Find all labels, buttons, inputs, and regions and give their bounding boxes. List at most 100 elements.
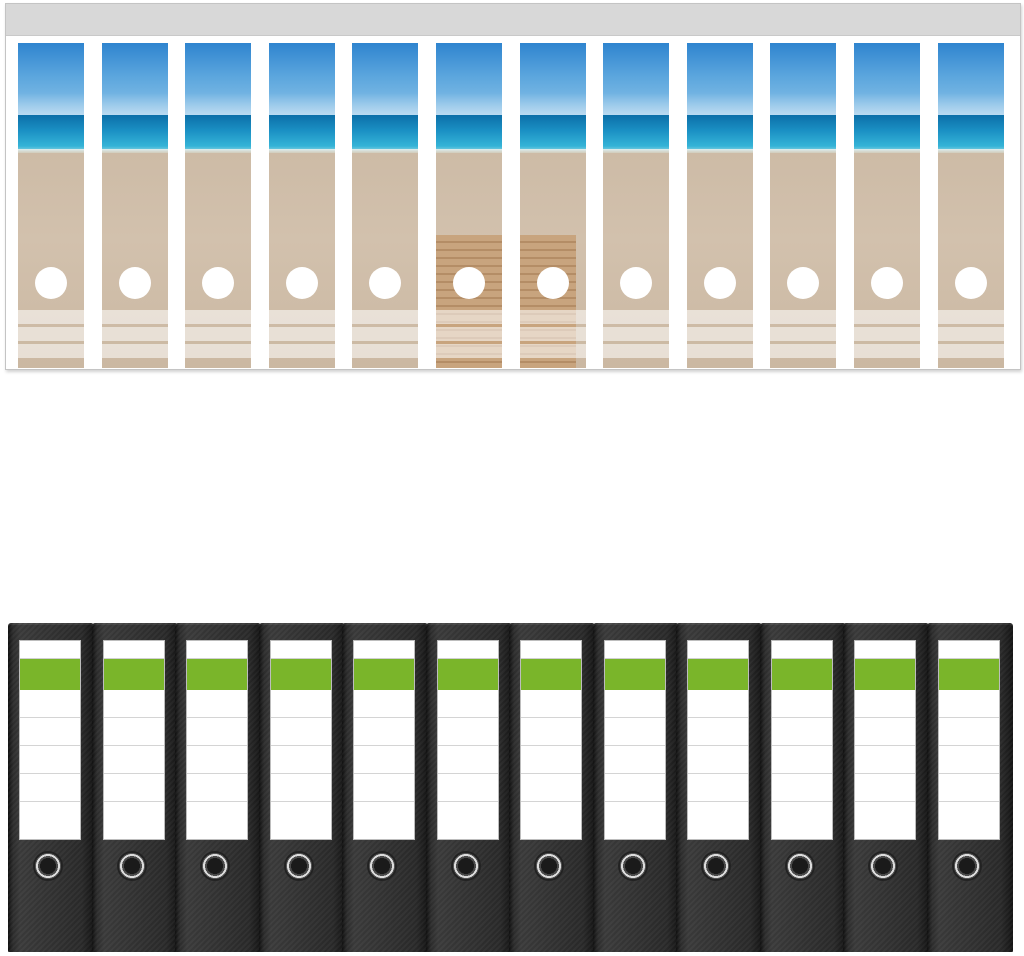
binder-label-top [438,641,498,659]
binder-green-band [855,659,915,690]
label-text-stripe [854,310,920,324]
binder-label-line [187,745,247,746]
binder-label-line [271,717,331,718]
binder-label-line [772,745,832,746]
label-text-stripe [102,344,168,358]
binder-label-line [772,717,832,718]
binder-spine-label [103,640,165,840]
label-sea [352,115,418,153]
binder-label-line [772,801,832,802]
binder-label-line [271,801,331,802]
label-foam [687,149,753,154]
label-foam [520,149,586,154]
spine-label [603,43,669,368]
spine-label [436,43,502,368]
label-sea [938,115,1004,153]
label-sea [687,115,753,153]
label-haze [436,93,502,115]
binder-green-band [772,659,832,690]
label-haze [269,93,335,115]
label-text-stripe [436,310,502,324]
label-haze [520,93,586,115]
label-foam [770,149,836,154]
binder-green-band [271,659,331,690]
binder-label-line [521,801,581,802]
binder-label-top [605,641,665,659]
binder-spine-label [771,640,833,840]
binder-label-line [939,717,999,718]
binder-green-band [438,659,498,690]
finger-hole [35,267,67,299]
finger-hole [119,267,151,299]
binder-label-line [187,801,247,802]
binder-ring-hole-icon [952,851,982,881]
binder-label-line [521,773,581,774]
label-text-stripe [269,344,335,358]
binder-label-top [688,641,748,659]
spine-label [102,43,168,368]
binder-label-line [688,717,748,718]
label-text-stripe [185,310,251,324]
binder-label-line [521,717,581,718]
label-foam [436,149,502,154]
binder-label-line [187,773,247,774]
binder-label-top [104,641,164,659]
label-foam [18,149,84,154]
binder-label-line [104,801,164,802]
binder-ring-hole-icon [33,851,63,881]
finger-hole [704,267,736,299]
binder-ring-hole-icon [451,851,481,881]
binder-label-line [605,745,665,746]
label-text-stripe [938,344,1004,358]
label-sea [770,115,836,153]
label-text-stripe [18,344,84,358]
spine-label [520,43,586,368]
binder-label-line [772,773,832,774]
label-haze [102,93,168,115]
label-text-stripe [603,310,669,324]
binder [593,623,679,952]
label-text-stripe [854,327,920,341]
label-text-stripe [603,344,669,358]
label-text-stripe [520,344,586,358]
label-foam [938,149,1004,154]
label-haze [18,93,84,115]
label-foam [603,149,669,154]
spine-label [352,43,418,368]
binder-label-line [521,745,581,746]
label-haze [938,93,1004,115]
binder-label-line [605,717,665,718]
binder-green-band [104,659,164,690]
label-text-stripe [770,327,836,341]
binder [509,623,595,952]
binder-label-line [20,717,80,718]
label-sea [185,115,251,153]
binder-label-line [855,773,915,774]
binder-ring-hole-icon [785,851,815,881]
binder-spine-label [604,640,666,840]
binder-label-line [271,745,331,746]
label-haze [603,93,669,115]
binder-label-line [104,745,164,746]
label-haze [185,93,251,115]
label-sea [18,115,84,153]
binder-label-line [605,773,665,774]
finger-hole [955,267,987,299]
binder-label-line [438,773,498,774]
binder [8,623,94,952]
label-sea [520,115,586,153]
binder [259,623,345,952]
label-foam [269,149,335,154]
binder-label-line [271,773,331,774]
binder-label-top [187,641,247,659]
binder-green-band [605,659,665,690]
label-haze [854,93,920,115]
binder-ring-hole-icon [618,851,648,881]
binder [175,623,261,952]
binder-green-band [354,659,414,690]
binder-spine-label [437,640,499,840]
finger-hole [202,267,234,299]
label-foam [102,149,168,154]
label-sea [854,115,920,153]
label-haze [687,93,753,115]
